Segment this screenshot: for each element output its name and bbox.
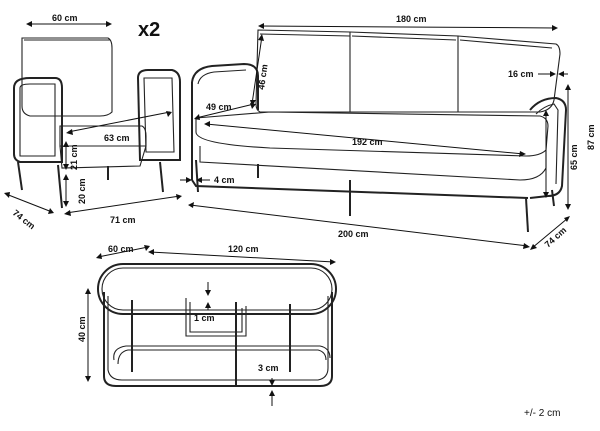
- table-top-thickness-label: 1 cm: [194, 313, 215, 323]
- armchair-seat-to-arm-label: 21 cm: [69, 144, 79, 170]
- table-drawing: [97, 263, 337, 387]
- table-depth-label: 60 cm: [108, 244, 134, 254]
- sofa-seat-height-label: 65 cm: [569, 144, 579, 170]
- table-dimensions: 60 cm 120 cm 40 cm 1 cm 3 cm: [77, 244, 336, 406]
- sofa-arm-width-label: 16 cm: [508, 69, 534, 79]
- sofa-drawing: [191, 29, 568, 233]
- sofa-back-height-label: 46 cm: [256, 64, 269, 91]
- tolerance-note: +/- 2 cm: [524, 408, 560, 419]
- armchair-seat-height-label: 20 cm: [77, 178, 87, 204]
- armchair-width-top-label: 60 cm: [52, 13, 78, 23]
- armchair-dimensions: 60 cm x2 63 cm 21 cm 20 cm 74 cm 71 cm: [4, 13, 182, 231]
- sofa-total-width-top-label: 180 cm: [396, 14, 427, 24]
- armchair-seat-width-label: 63 cm: [104, 133, 130, 143]
- table-shelf-thickness-label: 3 cm: [258, 363, 279, 373]
- armchair-width-base-label: 71 cm: [110, 215, 136, 225]
- sofa-leg-gap-label: 4 cm: [214, 175, 235, 185]
- armchair-depth-label: 74 cm: [11, 208, 37, 232]
- sofa-total-height-label: 87 cm: [586, 124, 596, 150]
- table-width-label: 120 cm: [228, 244, 259, 254]
- sofa-seat-width-label: 192 cm: [352, 137, 383, 147]
- armchair-quantity-label: x2: [138, 19, 160, 41]
- armchair-drawing: [13, 37, 181, 209]
- sofa-total-width-label: 200 cm: [338, 229, 369, 239]
- sofa-seat-depth-label: 49 cm: [206, 102, 232, 112]
- table-height-label: 40 cm: [77, 316, 87, 342]
- sofa-dimensions: 180 cm 46 cm 49 cm 16 cm 192 cm 4 cm 200…: [180, 14, 596, 250]
